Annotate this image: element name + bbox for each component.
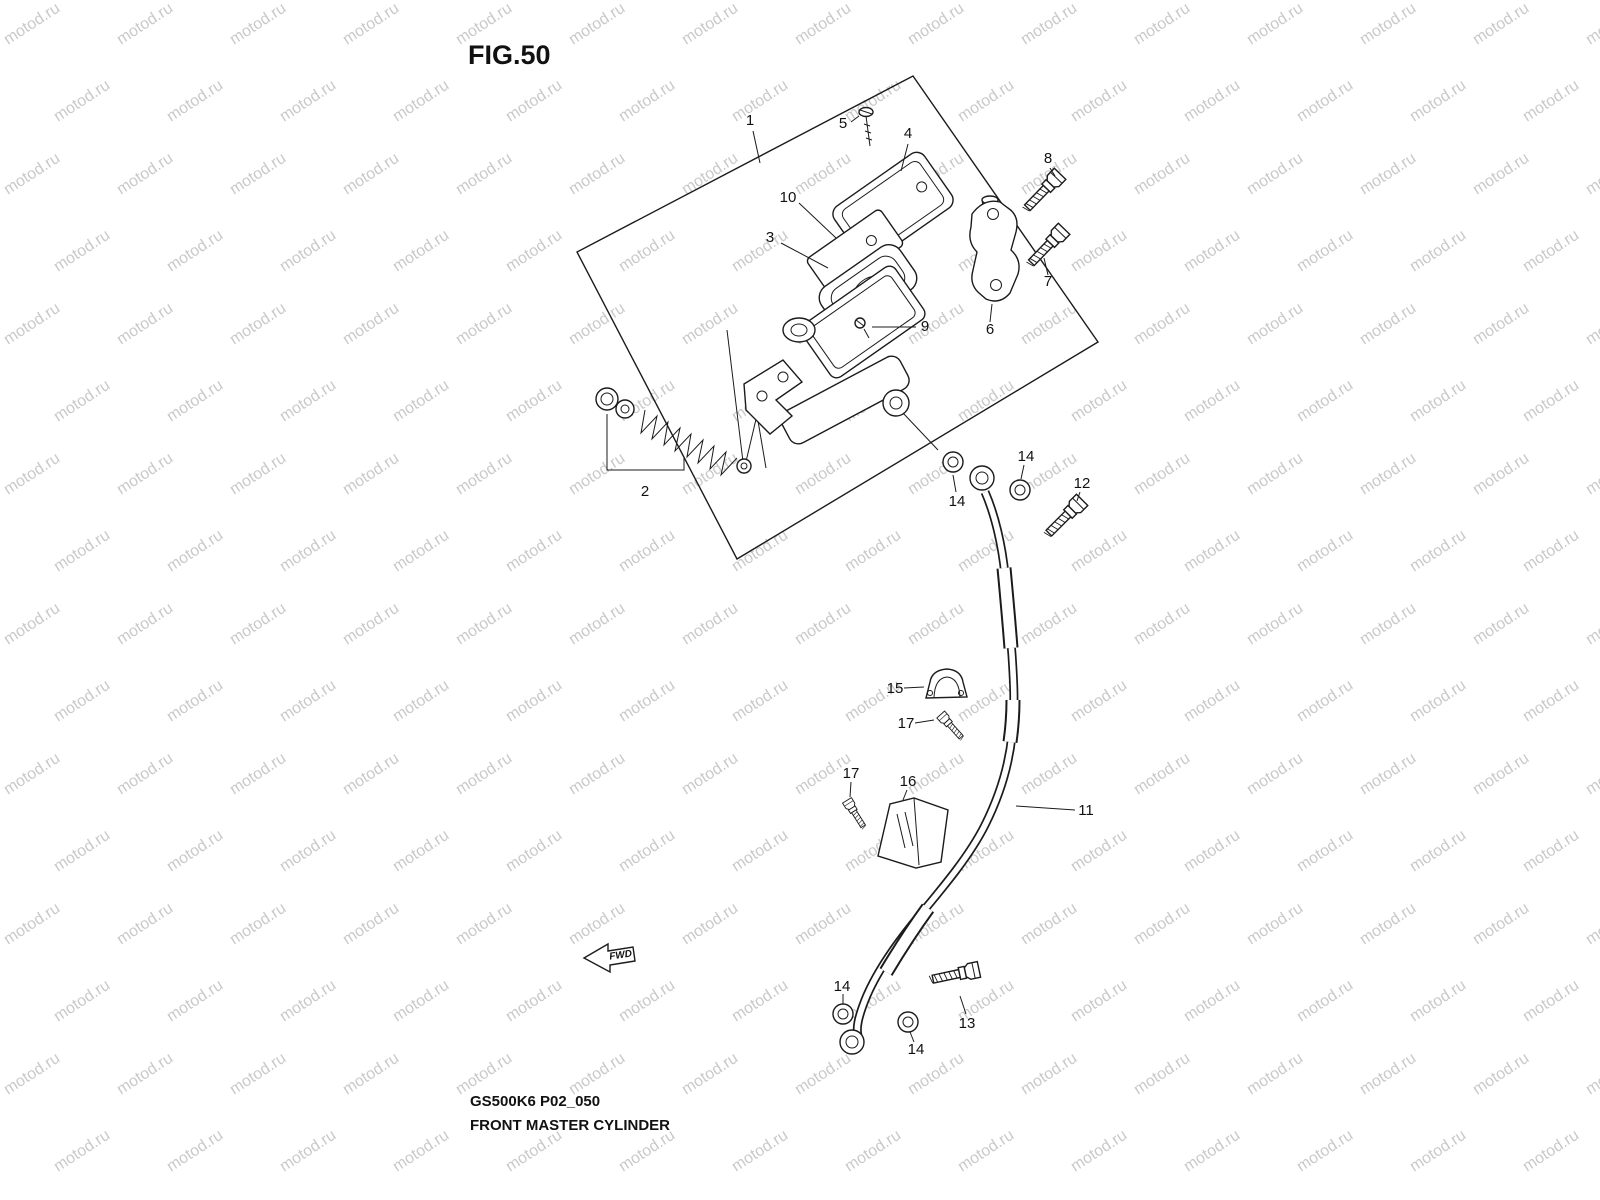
callout-16: 16 xyxy=(900,773,917,801)
cylinder-outlet-port xyxy=(882,389,910,417)
svg-text:1: 1 xyxy=(746,112,754,129)
sealing-washer-upper-right xyxy=(1009,479,1031,501)
callout-5: 5 xyxy=(839,115,860,132)
callout-15: 15 xyxy=(887,680,925,697)
sight-glass xyxy=(782,317,816,343)
svg-text:16: 16 xyxy=(900,773,917,790)
svg-text:6: 6 xyxy=(986,321,994,338)
callout-6: 6 xyxy=(986,303,994,338)
svg-text:13: 13 xyxy=(959,1015,976,1032)
piston-spring xyxy=(640,409,738,477)
callout-10: 10 xyxy=(780,189,837,239)
svg-text:3: 3 xyxy=(766,229,774,246)
callout-14-lower-right: 14 xyxy=(908,1031,925,1058)
svg-text:5: 5 xyxy=(839,115,847,132)
svg-text:12: 12 xyxy=(1074,475,1091,492)
svg-text:14: 14 xyxy=(834,978,851,995)
svg-text:10: 10 xyxy=(780,189,797,206)
cap-screw xyxy=(858,106,874,147)
lever-outline xyxy=(726,329,767,471)
callout-13: 13 xyxy=(959,995,976,1032)
callout-12: 12 xyxy=(1074,475,1091,502)
svg-text:17: 17 xyxy=(843,765,860,782)
hose-banjo-top xyxy=(969,465,995,491)
callout-9: 9 xyxy=(872,318,929,335)
svg-text:11: 11 xyxy=(1078,802,1094,819)
svg-text:4: 4 xyxy=(904,125,912,142)
svg-text:7: 7 xyxy=(1044,273,1052,290)
fwd-label: FWD xyxy=(609,948,633,962)
sealing-washer-upper-left xyxy=(942,451,964,473)
reservoir-screw xyxy=(854,317,870,339)
callout-14-upper-left: 14 xyxy=(949,474,966,510)
svg-text:17: 17 xyxy=(898,715,915,732)
callout-1: 1 xyxy=(746,112,761,164)
footer-title: FRONT MASTER CYLINDER xyxy=(470,1117,670,1134)
callout-11: 11 xyxy=(1015,802,1094,819)
svg-text:2: 2 xyxy=(641,483,649,500)
callout-4: 4 xyxy=(900,125,912,172)
sealing-washer-lower-left xyxy=(832,1003,854,1025)
hose-banjo-bottom xyxy=(839,1029,865,1055)
figure-title: FIG.50 xyxy=(468,40,551,70)
hose-guide-bracket xyxy=(877,797,949,869)
fwd-arrow: FWD xyxy=(582,942,636,974)
svg-text:14: 14 xyxy=(908,1041,925,1058)
svg-text:8: 8 xyxy=(1044,150,1052,167)
callouts: 1 5 4 10 3 8 7 6 xyxy=(606,112,1094,1058)
exploded-diagram: FWD xyxy=(576,75,1100,1055)
callout-17-lower: 17 xyxy=(843,765,860,798)
brake-hose xyxy=(839,465,1021,1055)
callout-2: 2 xyxy=(606,414,685,500)
hose-clamp xyxy=(925,668,968,699)
piston-spring-kit xyxy=(595,387,752,477)
holder-clamp xyxy=(969,195,1020,302)
sealing-washer-lower-right xyxy=(897,1011,919,1033)
svg-text:9: 9 xyxy=(921,318,929,335)
callout-17-upper: 17 xyxy=(898,715,935,732)
svg-text:14: 14 xyxy=(949,493,966,510)
callout-14-lower-left: 14 xyxy=(834,978,851,1004)
svg-text:14: 14 xyxy=(1018,448,1035,465)
footer-code: GS500K6 P02_050 xyxy=(470,1093,600,1110)
callout-14-upper-right: 14 xyxy=(1018,448,1035,480)
svg-text:15: 15 xyxy=(887,680,904,697)
callout-8: 8 xyxy=(1044,150,1056,177)
callout-7: 7 xyxy=(1043,257,1052,290)
callout-3: 3 xyxy=(766,229,829,269)
